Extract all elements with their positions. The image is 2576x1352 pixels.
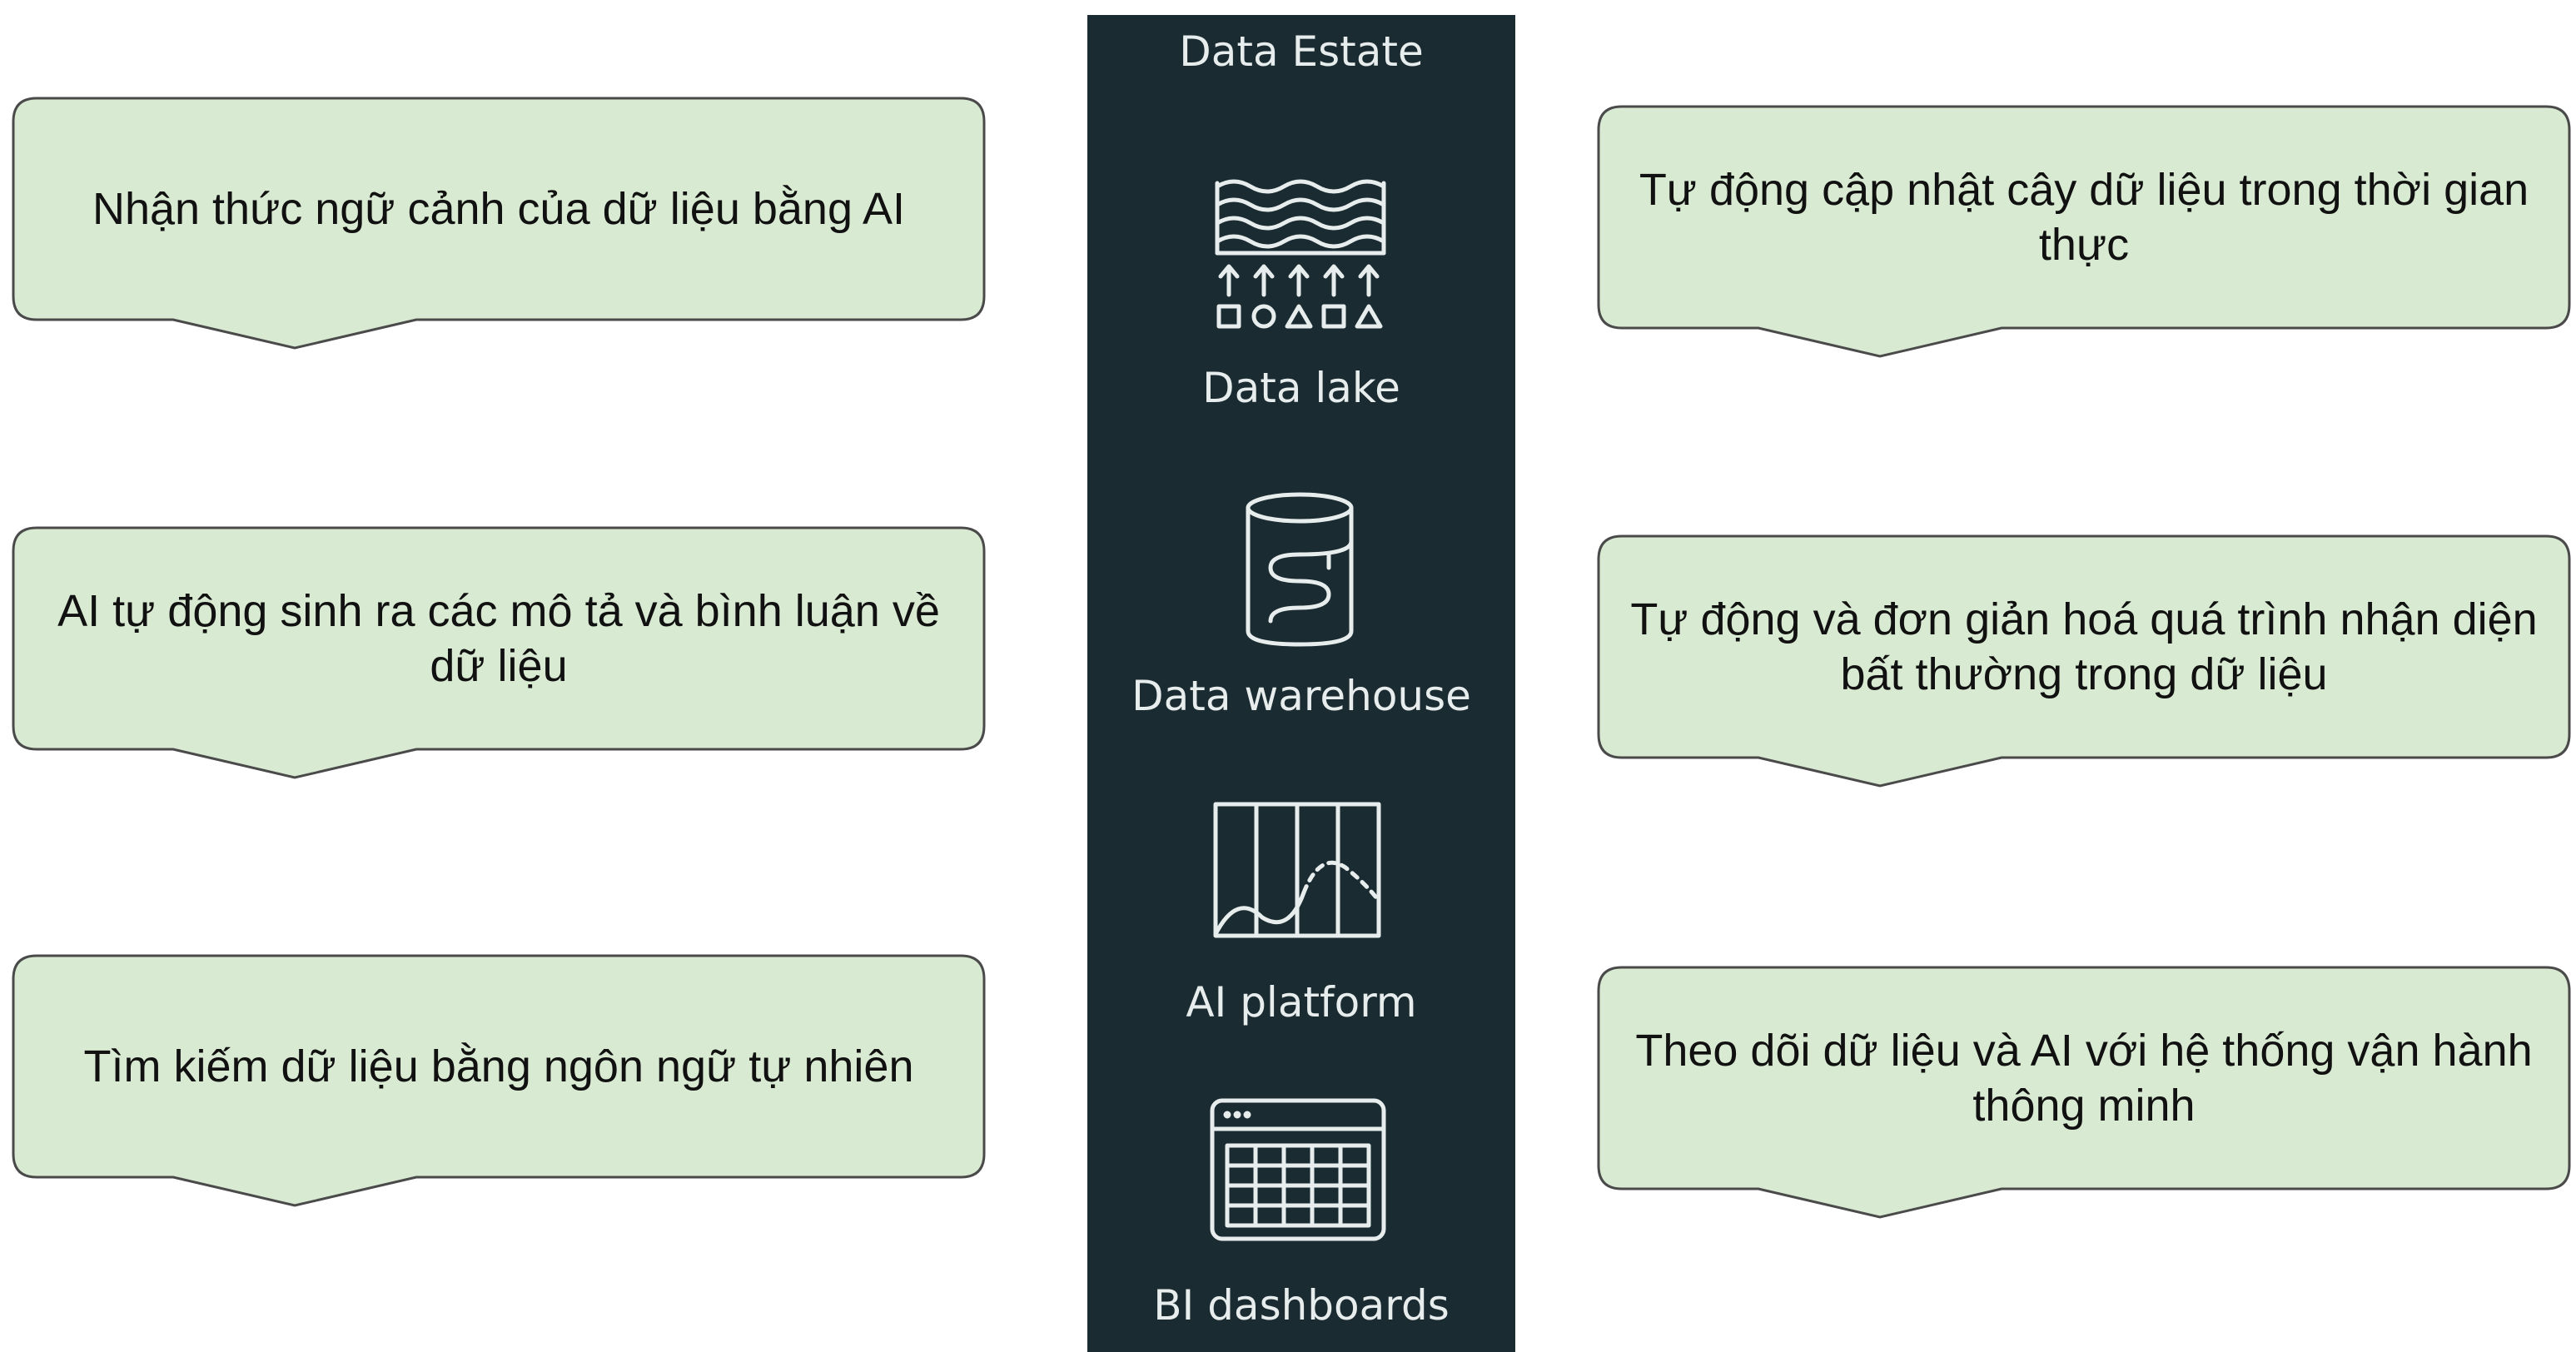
callout-text: AI tự động sinh ra các mô tả và bình luậ… [57, 586, 940, 691]
callout-shape [12, 954, 986, 1207]
right-callout-2: Tự động và đơn giản hoá quá trình nhận d… [1597, 534, 2571, 793]
left-callout-2: AI tự động sinh ra các mô tả và bình luậ… [12, 526, 986, 784]
ai-platform-chart-icon [1213, 802, 1381, 938]
data-estate-title: Data Estate [1179, 27, 1424, 76]
database-icon [1246, 492, 1354, 647]
ai-platform-label: AI platform [1186, 978, 1417, 1026]
callout-text: Tìm kiếm dữ liệu bằng ngôn ngữ tự nhiên [83, 1041, 914, 1091]
data-lake-icon [1215, 179, 1386, 329]
callout-text: Tự động cập nhật cây dữ liệu trong thời … [1639, 165, 2529, 270]
callout-shape [12, 97, 986, 350]
right-callout-3: Theo dõi dữ liệu và AI với hệ thống vận … [1597, 966, 2571, 1224]
left-callout-3: Tìm kiếm dữ liệu bằng ngôn ngữ tự nhiên [12, 954, 986, 1212]
bi-dashboards-label: BI dashboards [1153, 1281, 1450, 1330]
callout-text: Nhận thức ngữ cảnh của dữ liệu bằng AI [92, 184, 906, 234]
right-callout-1: Tự động cập nhật cây dữ liệu trong thời … [1597, 105, 2571, 363]
left-callout-1: Nhận thức ngữ cảnh của dữ liệu bằng AI [12, 97, 986, 355]
callout-shape [1597, 966, 2571, 1219]
data-lake-label: Data lake [1202, 364, 1400, 412]
callout-shape [1597, 534, 2571, 788]
callout-text: Theo dõi dữ liệu và AI với hệ thống vận … [1635, 1026, 2533, 1131]
data-estate-panel: Data Estate Data lake [1087, 15, 1515, 1352]
callout-text: Tự động và đơn giản hoá quá trình nhận d… [1630, 594, 2538, 699]
dashboard-table-icon [1210, 1098, 1386, 1241]
data-warehouse-label: Data warehouse [1131, 672, 1471, 720]
callout-shape [1597, 105, 2571, 358]
callout-shape [12, 526, 986, 779]
